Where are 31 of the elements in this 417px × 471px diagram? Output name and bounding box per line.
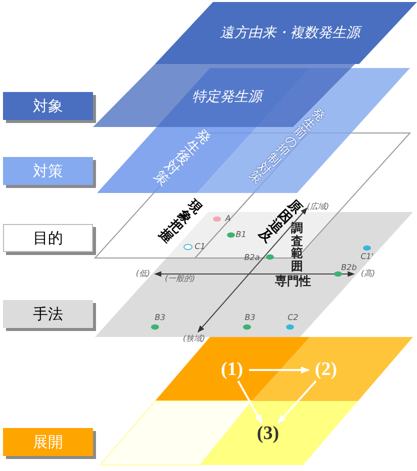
step-number: (3) xyxy=(251,423,285,445)
point-label: C1 xyxy=(194,243,206,251)
layer-title: 発生前の抑制対策 xyxy=(246,106,328,186)
step-number: (2) xyxy=(309,359,343,381)
point-label: B1 xyxy=(236,231,246,239)
point-label: A xyxy=(225,215,231,223)
axis-end-label: (広域) xyxy=(306,203,330,211)
axis-title: 専門性 xyxy=(275,275,311,287)
step-number: (1) xyxy=(215,359,249,381)
category-label-box: 対象 xyxy=(3,92,93,120)
axis-end-label: (低) xyxy=(136,270,150,278)
axis-end-label: (高) xyxy=(360,270,376,278)
point-label: B2a xyxy=(244,254,260,262)
point-label: C2 xyxy=(288,314,298,322)
arrow xyxy=(249,366,310,374)
axis-title: 調査範囲 xyxy=(291,222,304,272)
category-label-box: 手法 xyxy=(3,300,93,328)
layer-title: 発生後対策 xyxy=(150,126,214,190)
arrow xyxy=(277,380,317,424)
point-label: C1' xyxy=(360,253,374,261)
layer-title: 特定発生源 xyxy=(192,90,262,104)
point-label: B2b xyxy=(341,264,357,272)
category-label-box: 目的 xyxy=(3,224,93,252)
point-label: B3 xyxy=(244,314,256,322)
point-label: B3 xyxy=(154,314,166,322)
layer-title: 遠方由来・複数発生源 xyxy=(220,26,360,40)
axis-end-label: (狭域) xyxy=(182,335,206,343)
category-label-box: 展開 xyxy=(3,428,93,456)
arrow xyxy=(237,380,263,424)
axis-end-label: (一般的) xyxy=(164,275,196,283)
category-label-box: 対策 xyxy=(3,157,93,185)
